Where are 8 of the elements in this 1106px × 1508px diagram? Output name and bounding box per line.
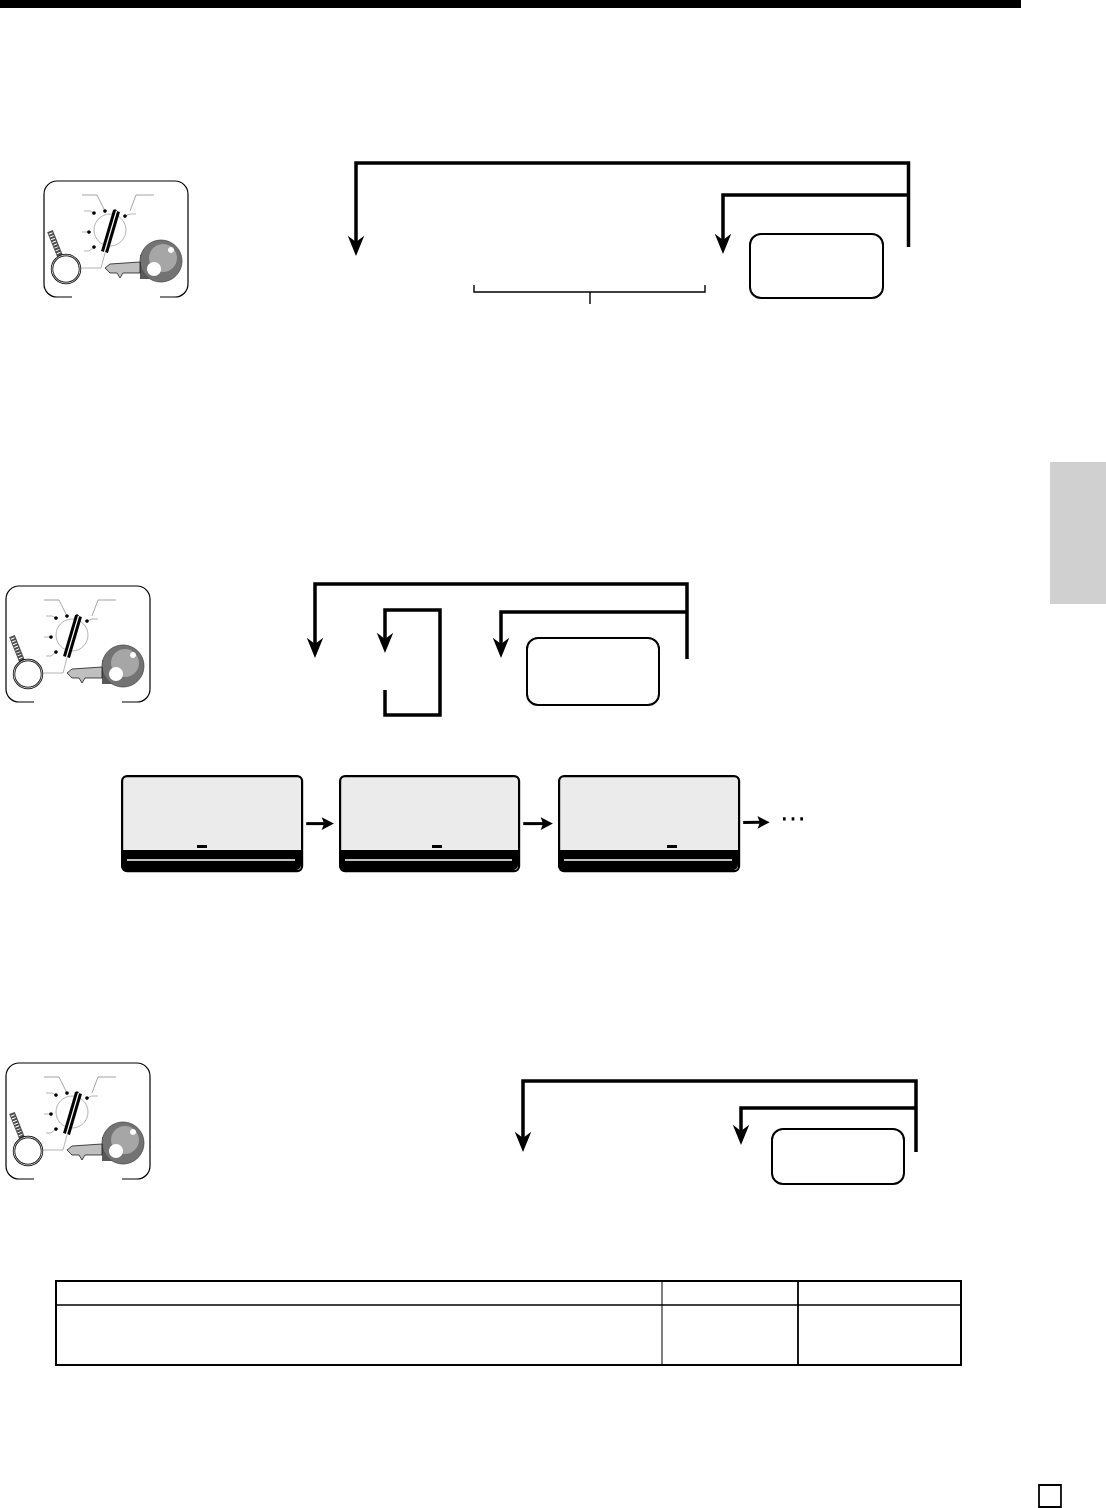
display-panel bbox=[121, 775, 304, 873]
ellipsis: ⋯ bbox=[783, 817, 803, 821]
rounded-box bbox=[771, 1128, 905, 1185]
display-panel bbox=[339, 775, 521, 873]
side-tab bbox=[1050, 462, 1106, 604]
rounded-box bbox=[526, 637, 660, 706]
rounded-box bbox=[749, 233, 884, 299]
display-panel bbox=[558, 775, 741, 873]
